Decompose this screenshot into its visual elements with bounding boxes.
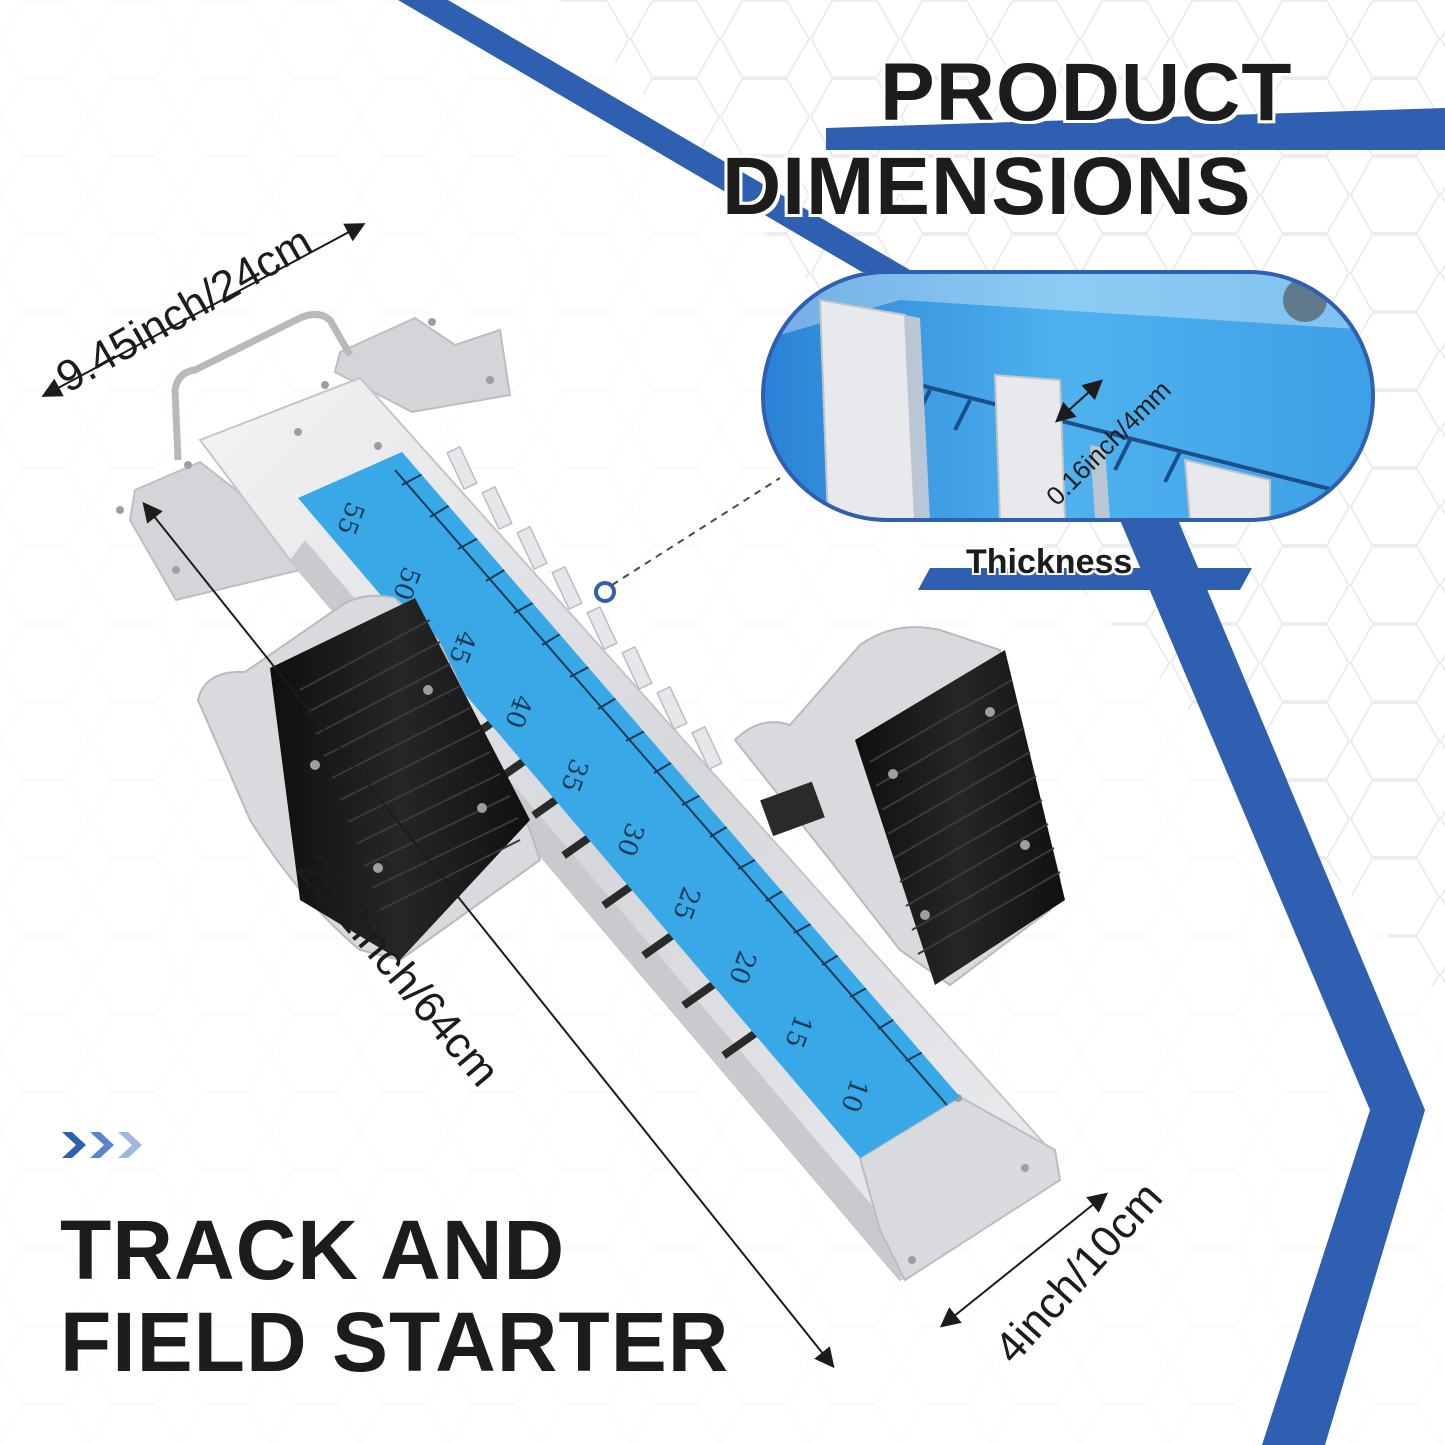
dimension-arrows	[41, 223, 1109, 1369]
blue-accent-bands	[398, 0, 1445, 1445]
page-title-line-1: PRODUCT	[880, 47, 1293, 138]
page-title-line-2: DIMENSIONS	[722, 141, 1252, 232]
thickness-caption: Thickness	[966, 543, 1133, 581]
triple-chevron-right-icon	[62, 1132, 142, 1158]
thickness-zoom-callout	[761, 270, 1375, 522]
product-name-line-1: TRACK AND	[60, 1203, 566, 1297]
product-name-line-2: FIELD STARTER	[60, 1295, 730, 1389]
